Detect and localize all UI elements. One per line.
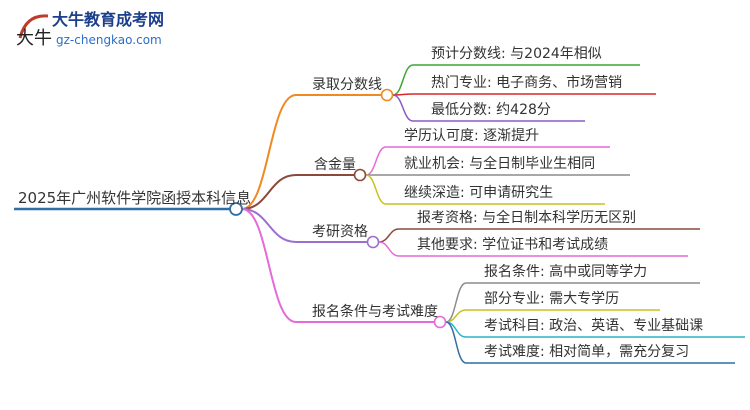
leaf-label: 其他要求: 学位证书和考试成绩 — [417, 237, 609, 253]
leaf-label: 考试难度: 相对简单，需充分复习 — [484, 344, 690, 360]
leaf-label: 学历认可度: 逐渐提升 — [404, 128, 540, 144]
leaf-label: 报名条件: 高中或同等学力 — [484, 264, 648, 280]
branch-connector — [241, 208, 297, 323]
branch-node-circle[interactable] — [353, 168, 367, 182]
branch-label: 录取分数线 — [312, 77, 382, 93]
leaf-connector — [445, 321, 467, 364]
leaf-label: 最低分数: 约428分 — [431, 102, 551, 118]
site-logo[interactable]: 大牛 大牛教育成考网 gz-chengkao.com — [12, 8, 165, 52]
leaf-label: 就业机会: 与全日制毕业生相同 — [404, 156, 596, 172]
leaf-label: 热门专业: 电子商务、市场营销 — [431, 75, 623, 91]
logo-title: 大牛教育成考网 — [52, 10, 165, 29]
leaf-connector — [365, 174, 387, 205]
leaf-connector — [392, 64, 414, 96]
logo-mark-icon: 大牛 — [16, 14, 52, 48]
branch-node-circle[interactable] — [380, 88, 394, 102]
leaf-label: 考试科目: 政治、英语、专业基础课 — [484, 318, 704, 334]
leaf-label: 部分专业: 需大专学历 — [484, 291, 620, 307]
branch-label: 报名条件与考试难度 — [312, 304, 438, 320]
logo-url: gz-chengkao.com — [56, 33, 162, 47]
leaf-connector — [365, 146, 387, 176]
leaf-connector — [392, 94, 414, 122]
leaf-connector — [445, 282, 467, 323]
branch-connector — [241, 94, 297, 210]
root-node-circle[interactable] — [229, 202, 243, 216]
root-node-label: 2025年广州软件学院函授本科信息 — [18, 189, 252, 207]
branch-node-circle[interactable] — [366, 235, 380, 249]
branch-label: 考研资格 — [312, 224, 368, 240]
leaf-label: 预计分数线: 与2024年相似 — [431, 46, 602, 62]
branch-label: 含金量 — [314, 157, 356, 173]
branch-node-circle[interactable] — [433, 315, 447, 329]
leaf-connector — [378, 228, 400, 243]
logo-mark-text: 大牛 — [16, 28, 52, 48]
leaf-label: 报考资格: 与全日制本科学历无区别 — [417, 210, 637, 226]
leaf-connector — [378, 241, 400, 257]
branch-connector — [241, 208, 297, 243]
leaf-label: 继续深造: 可申请研究生 — [404, 185, 554, 201]
branch-connector — [241, 174, 297, 210]
